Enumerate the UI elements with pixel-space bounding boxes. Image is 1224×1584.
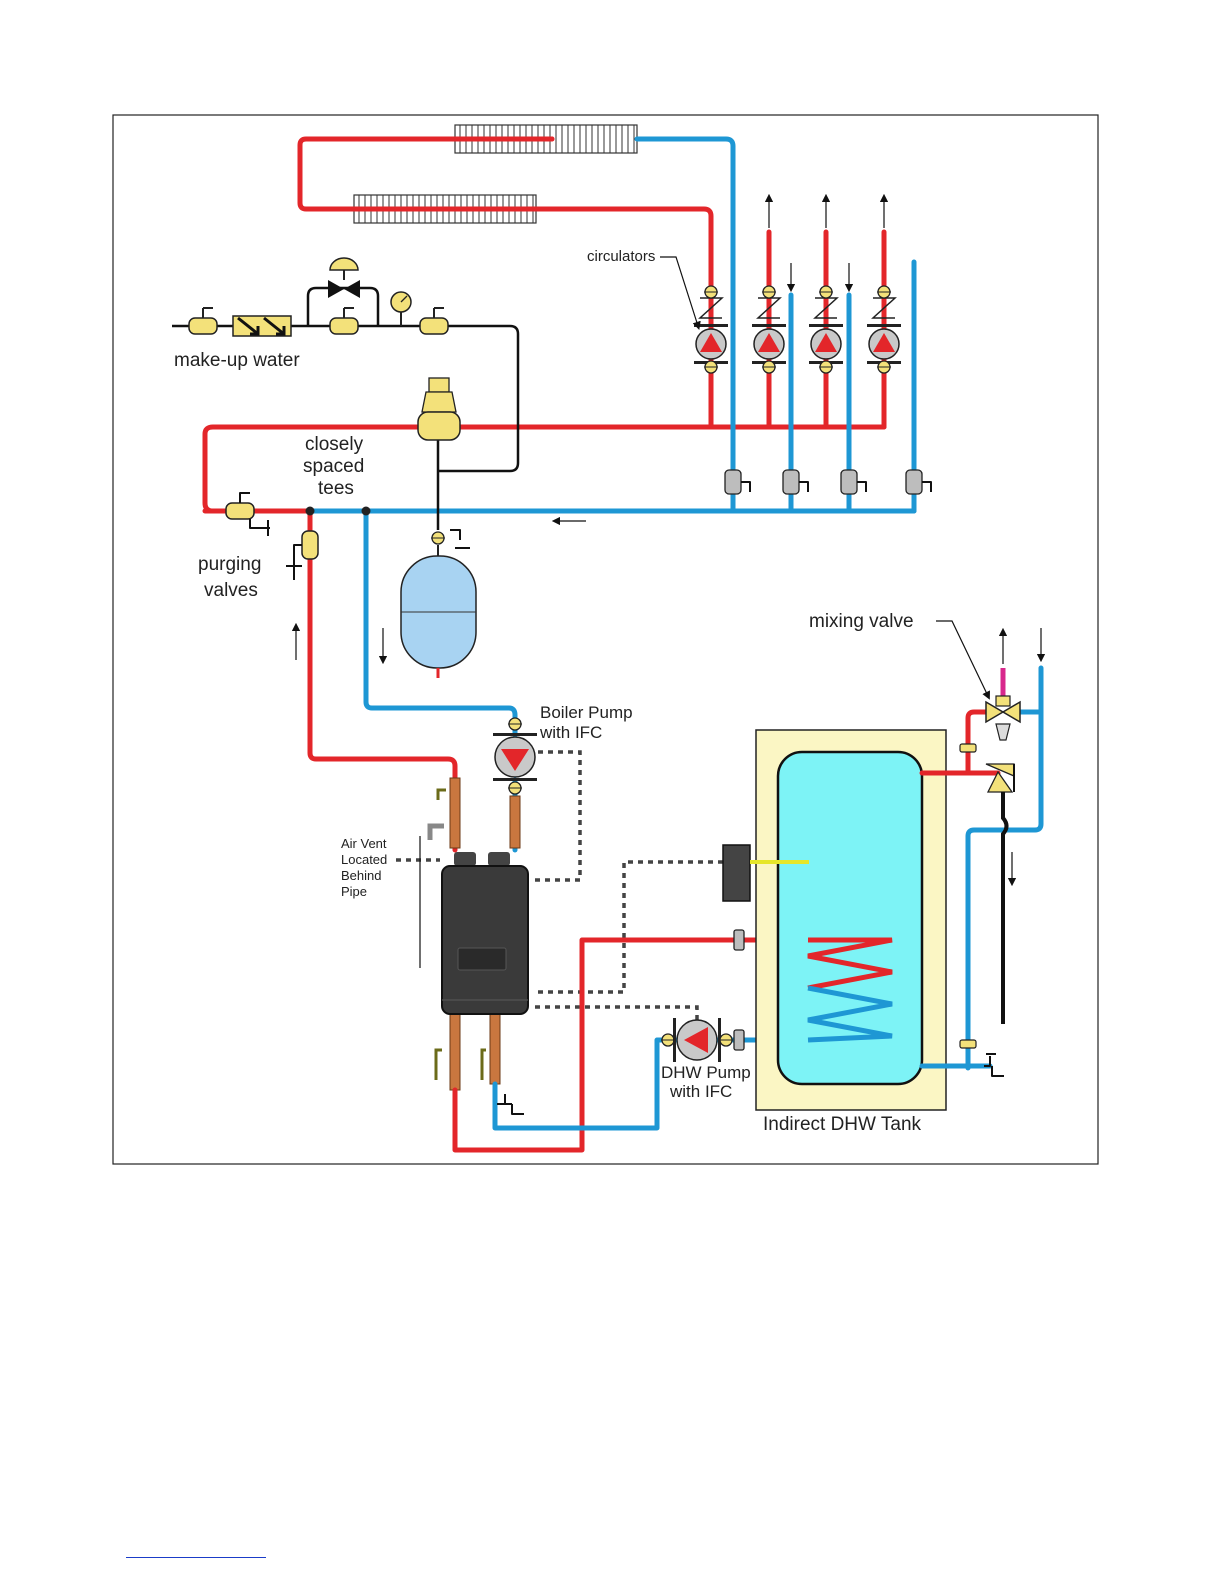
circulator-pump-icon	[694, 324, 728, 364]
label-purging-line2: valves	[204, 580, 258, 601]
label-air-vent-line3: Behind	[341, 868, 381, 883]
return-purge-valve-icon	[725, 470, 922, 494]
tee-junction	[362, 507, 371, 516]
label-makeup-water: make-up water	[174, 350, 300, 371]
ball-valve-icon	[508, 718, 522, 730]
label-tank: Indirect DHW Tank	[763, 1114, 922, 1135]
label-air-vent-line1: Air Vent	[341, 836, 387, 851]
label-boiler-pump-line2: with IFC	[539, 723, 602, 742]
relief-discharge-pipe	[1003, 792, 1007, 1024]
boiler-icon	[442, 852, 528, 1014]
indirect-tank-icon	[756, 730, 946, 1110]
purging-valve-icon	[226, 493, 270, 536]
isolation-valve-icon	[819, 361, 833, 373]
label-dhw-pump-line1: DHW Pump	[661, 1063, 751, 1082]
pressure-reducing-valve-icon	[328, 258, 360, 298]
boiler-pump-icon	[493, 733, 537, 781]
isolation-valve-icon	[762, 286, 776, 298]
callout-leader	[936, 621, 988, 696]
isolation-valve-icon	[762, 361, 776, 373]
footnote-rule	[126, 1557, 266, 1558]
circulator-pump-icon	[752, 324, 786, 364]
boiler-pump-wiring	[530, 752, 580, 880]
relief-valve-icon	[986, 764, 1014, 792]
drain-valve-icon	[984, 1054, 1004, 1076]
expansion-tank-icon	[401, 530, 476, 678]
label-air-vent-line4: Pipe	[341, 884, 367, 899]
tempering-supply-pipe	[968, 712, 988, 773]
label-purging-line1: purging	[198, 554, 261, 575]
label-tees-line1: closely	[305, 434, 364, 455]
tee-junction	[306, 507, 315, 516]
return-purge-valve-handle-icon	[741, 482, 931, 492]
isolation-valve-icon	[704, 361, 718, 373]
ball-valve-icon	[189, 308, 217, 334]
dhw-pump-wiring	[535, 1007, 697, 1024]
ball-valve-icon	[330, 308, 358, 334]
ball-valve-icon	[508, 782, 522, 794]
label-circulators: circulators	[587, 248, 655, 265]
label-tees-line3: tees	[318, 478, 354, 499]
circulator-pump-icon	[867, 324, 901, 364]
backflow-preventer-icon	[233, 316, 291, 336]
air-separator-icon	[418, 378, 460, 440]
ball-valve-icon	[719, 1034, 733, 1046]
ball-valve-icon	[661, 1034, 675, 1046]
circulator-pump-icon	[809, 324, 843, 364]
tank-sensor-wiring	[535, 862, 723, 992]
label-mixing-valve: mixing valve	[809, 611, 914, 632]
pressure-gauge-icon	[391, 292, 411, 326]
purging-valve-icon	[286, 531, 318, 580]
callout-leader	[660, 257, 698, 326]
union-fitting-icon	[734, 930, 744, 1050]
label-dhw-pump-line2: with IFC	[669, 1082, 732, 1101]
flow-check-icon	[700, 298, 895, 318]
label-boiler-pump-line1: Boiler Pump	[540, 703, 633, 722]
isolation-valve-icon	[819, 286, 833, 298]
isolation-valve-icon	[877, 361, 891, 373]
label-tees-line2: spaced	[303, 456, 364, 477]
label-air-vent-line2: Located	[341, 852, 387, 867]
drain-valve-handle-icon	[497, 1094, 524, 1114]
isolation-valve-icon	[704, 286, 718, 298]
dhw-pump-icon	[673, 1018, 721, 1062]
ball-valve-icon	[420, 308, 448, 334]
isolation-valve-icon	[877, 286, 891, 298]
mixing-valve-icon	[986, 696, 1020, 740]
